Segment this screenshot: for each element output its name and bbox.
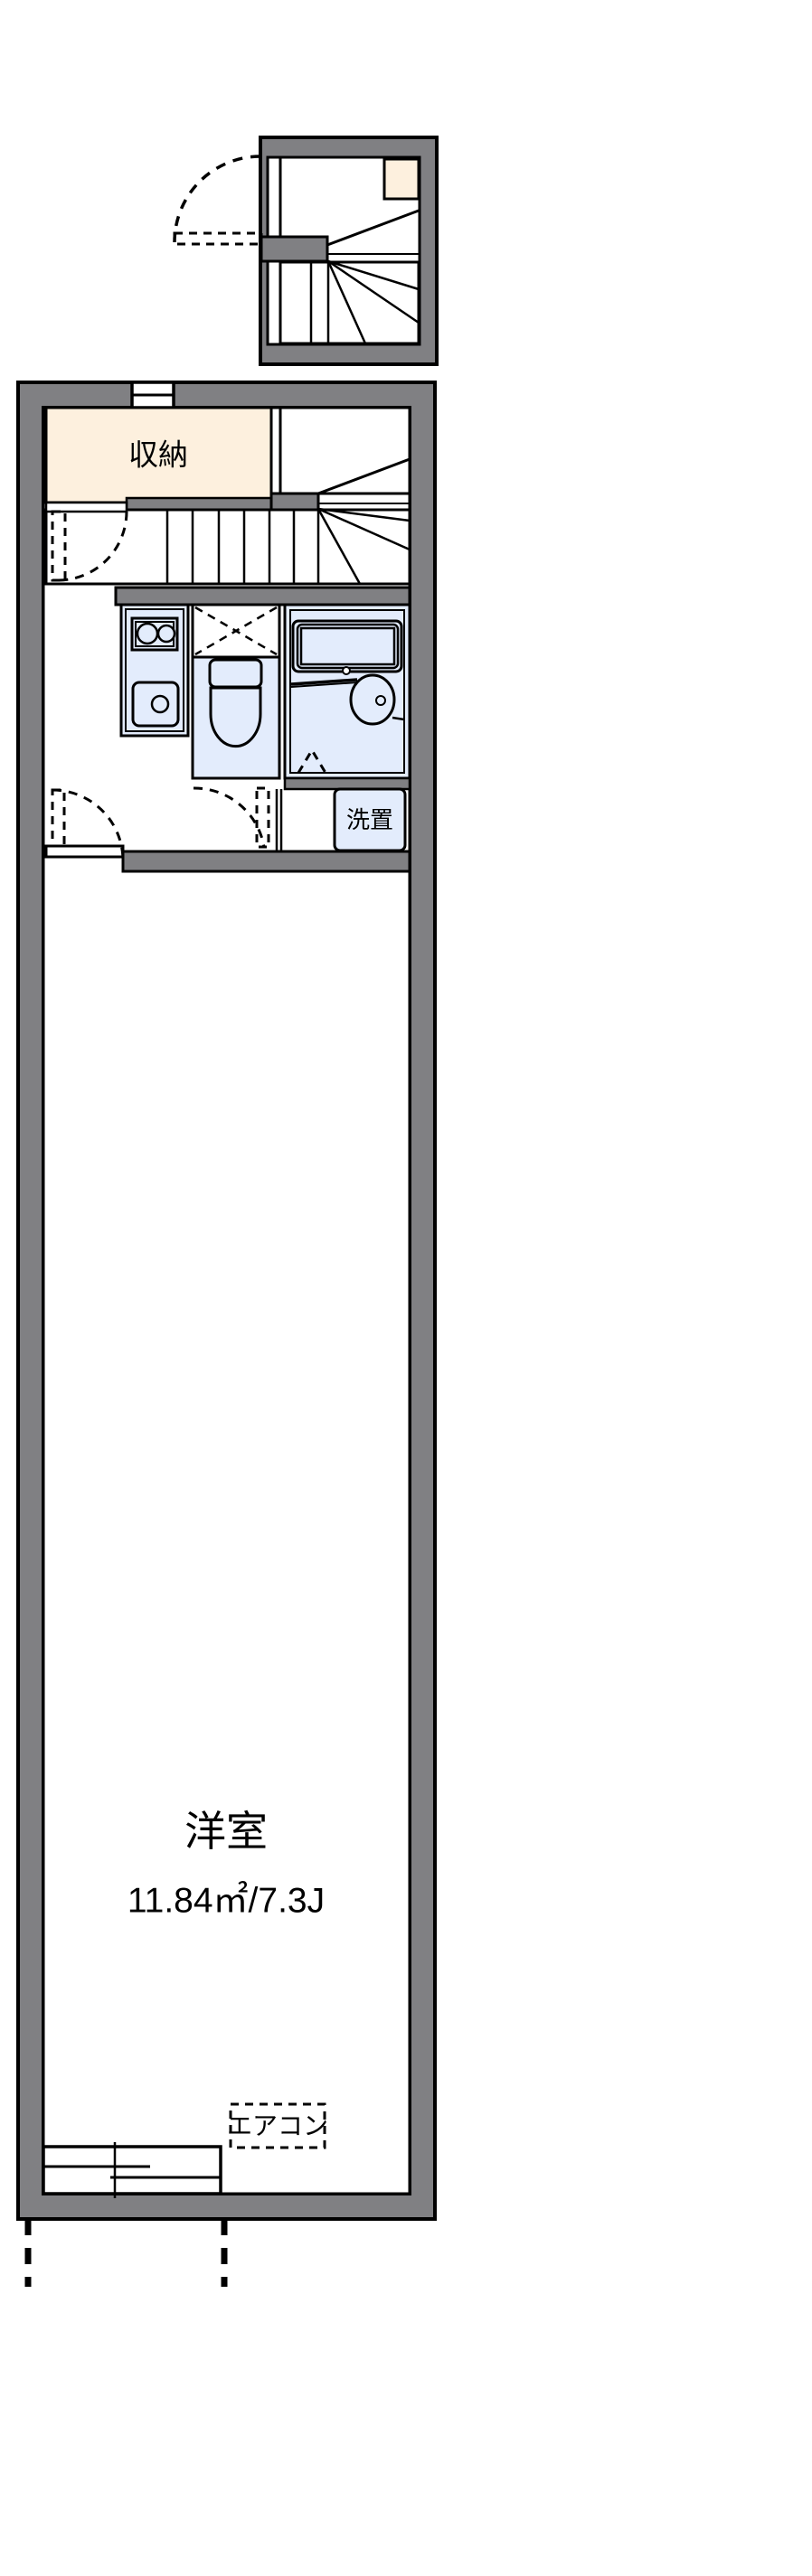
vanity-counter-edge-2 — [290, 682, 358, 688]
storage-door-opening — [44, 501, 128, 513]
aircon-annotation: エアコン — [227, 2102, 328, 2149]
south-window-frame — [42, 2145, 222, 2195]
storage-door-swing-arc — [57, 511, 128, 582]
corridor-upper-wall — [114, 586, 411, 606]
north-window — [130, 381, 175, 409]
entrance-door[interactable] — [173, 155, 263, 246]
bath-lower-wall — [283, 776, 411, 791]
toilet-bowl — [209, 686, 262, 748]
room-divider-wall — [121, 850, 411, 873]
washbasin — [349, 673, 396, 726]
room-door-swing-arc — [52, 788, 125, 861]
south-sliding-window — [42, 2142, 222, 2198]
aircon-label: エアコン — [227, 2111, 328, 2139]
room-storage: 収納 — [44, 406, 273, 504]
toilet-door-x-2 — [194, 606, 278, 656]
bathtub-drain-icon — [342, 666, 351, 675]
laundry-space: 洗置 — [333, 787, 407, 852]
stair-diagonal-upper — [317, 457, 411, 495]
stair-winder-fan — [316, 507, 411, 585]
main-room-area: 11.84㎡/7.3J — [127, 1881, 325, 1920]
aircon-dashed-box — [229, 2102, 326, 2149]
vanity-counter-right — [392, 716, 405, 721]
room-main: 洋室 11.84㎡/7.3J — [127, 1808, 325, 1920]
stair-riser-diagonal-1 — [326, 209, 420, 247]
stair-treads — [165, 510, 320, 584]
stair-upper-landing — [279, 406, 411, 495]
main-unit: 収納 — [16, 381, 437, 2287]
main-room-label: 洋室 — [184, 1808, 268, 1855]
toilet-door[interactable] — [193, 786, 283, 857]
storage-lower-wall — [125, 496, 273, 512]
entrance-stair-block — [173, 136, 439, 366]
entrance-partition-wall — [260, 235, 329, 263]
burner-left-icon — [136, 622, 159, 645]
unit-staircase — [44, 406, 411, 586]
balcony-extent-markers — [24, 2219, 228, 2287]
bathroom — [283, 603, 411, 780]
toilet-cistern — [208, 658, 263, 689]
room-door-opening — [44, 844, 125, 859]
vanity-counter-edge — [290, 678, 358, 686]
room-entry-door[interactable] — [44, 788, 125, 861]
washbasin-drain-icon — [375, 695, 386, 706]
storage-label: 収納 — [128, 438, 188, 472]
laundry-label: 洗置 — [346, 806, 393, 833]
shoe-box — [382, 157, 420, 201]
bathtub-basin — [299, 626, 396, 666]
entrance-door-swing-arc — [173, 155, 261, 243]
storage-door[interactable] — [44, 501, 128, 582]
storage-door-leaf — [51, 510, 67, 582]
sink-drain-icon — [150, 694, 170, 714]
bath-door-swing-indicator[interactable] — [297, 747, 327, 774]
toilet-door-swing-arc — [193, 786, 266, 848]
entrance-stair-treads — [279, 259, 420, 345]
kitchen-unit — [119, 603, 190, 738]
burner-right-icon — [156, 624, 176, 644]
stair-run — [44, 508, 411, 586]
toilet-room — [191, 603, 281, 780]
entrance-door-leaf — [173, 231, 263, 246]
stair-partition-wall — [269, 492, 320, 512]
